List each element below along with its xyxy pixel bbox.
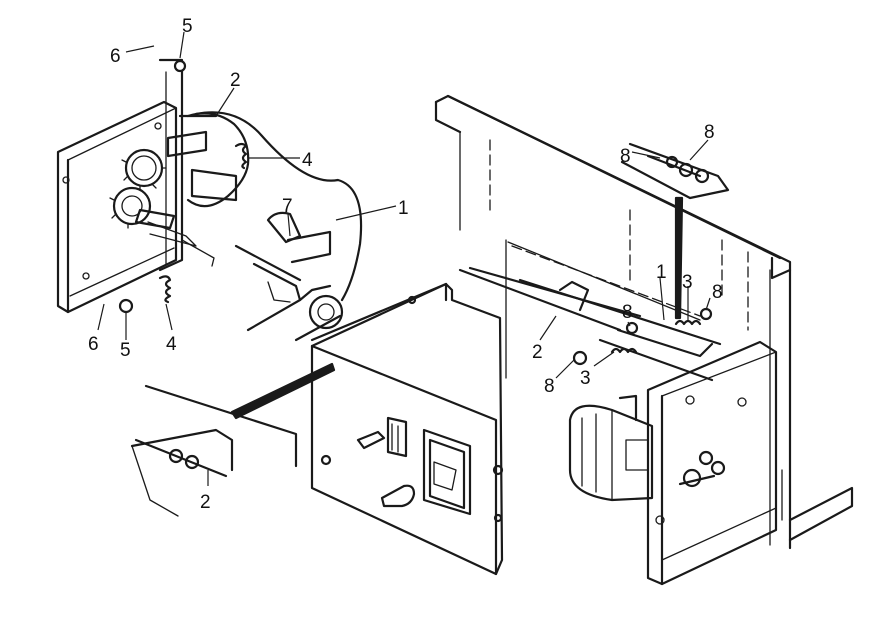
gear-upper	[121, 148, 167, 191]
spring-3a	[674, 319, 702, 326]
callout-6-top: 6	[110, 46, 121, 67]
spring-upper	[234, 142, 248, 170]
callout-8-far-right: 8	[712, 282, 723, 303]
callout-4-bottom: 4	[166, 334, 177, 355]
front-panel	[310, 282, 504, 576]
nut-5a	[173, 59, 187, 73]
nut-5b	[118, 298, 134, 314]
callout-2-middle: 2	[532, 342, 543, 363]
callout-3-right: 3	[682, 272, 693, 293]
callout-5-bottom: 5	[120, 340, 131, 361]
callout-8-rod: 8	[622, 302, 633, 323]
callout-2-top: 2	[230, 70, 241, 91]
callout-8-middle: 8	[544, 376, 555, 397]
leader-lines	[97, 31, 711, 486]
callout-7: 7	[282, 196, 293, 217]
right-panel-spindle	[678, 450, 726, 488]
rod-assembly	[458, 239, 722, 382]
panel-knob-lower	[380, 484, 416, 508]
nut-8e	[572, 350, 588, 366]
callout-6-bottom: 6	[88, 334, 99, 355]
left-side-panel	[56, 100, 178, 314]
callout-1-left: 1	[398, 198, 409, 219]
motor	[568, 394, 654, 502]
callout-3-middle: 3	[580, 368, 591, 389]
cable-loop	[194, 111, 363, 302]
callout-1-right: 1	[656, 262, 667, 283]
callout-8-inset-left: 8	[620, 146, 631, 167]
nut-8c	[625, 321, 639, 335]
panel-knob-upper	[356, 430, 386, 450]
callouts: 5 6 2 4 1 7 6 5 4 8 8 1 3 8 8 2 8 3 2	[88, 16, 723, 513]
callout-4-top: 4	[302, 150, 313, 171]
callout-5-top: 5	[182, 16, 193, 37]
central-linkage	[234, 211, 448, 342]
spring-3b	[610, 347, 638, 354]
base-plate	[781, 469, 854, 542]
cable-inner	[186, 112, 250, 208]
gear-lower	[109, 186, 176, 230]
right-side-panel	[646, 340, 778, 586]
inset-top-right	[620, 142, 730, 320]
callout-2-inset: 2	[200, 492, 211, 513]
rear-frame	[434, 94, 792, 550]
inset-bottom-left	[130, 362, 336, 517]
spring-lower	[158, 275, 172, 304]
left-mechanism	[147, 58, 238, 272]
front-panel-cutout	[422, 428, 472, 516]
nut-8d	[699, 307, 713, 321]
callout-8-inset-top: 8	[704, 122, 715, 143]
